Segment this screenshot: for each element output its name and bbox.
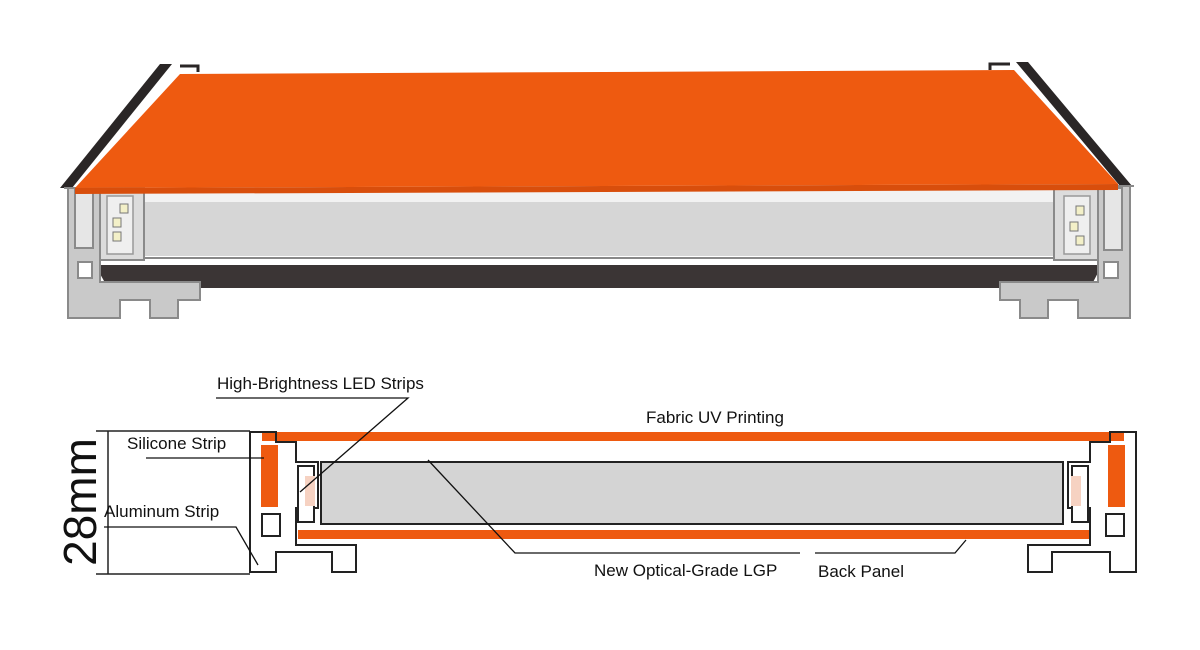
- left-profile-section: [249, 431, 357, 573]
- cross-section: 28mm High-Brightness LED Strips Fabric U…: [54, 374, 1137, 581]
- aluminum-leader: [104, 526, 259, 566]
- back-panel-section: [298, 530, 1090, 539]
- back-panel-label: Back Panel: [818, 562, 904, 581]
- right-corner-clip: [988, 62, 1010, 70]
- left-led-strip-3d: [106, 195, 134, 255]
- thickness-dimension: [96, 430, 250, 575]
- lgp-leader: [427, 459, 800, 554]
- led-strips-label: High-Brightness LED Strips: [217, 374, 424, 393]
- perspective-view: [60, 62, 1134, 319]
- aluminum-label: Aluminum Strip: [104, 502, 219, 521]
- back-panel-3d: [95, 265, 1102, 288]
- right-led-glow: [1071, 476, 1081, 506]
- backpanel-leader: [815, 539, 967, 554]
- left-side-edge: [60, 64, 172, 188]
- fabric-label: Fabric UV Printing: [646, 408, 784, 427]
- lgp-section: [320, 461, 1064, 525]
- right-led-strip-3d: [1063, 195, 1091, 255]
- silicone-label: Silicone Strip: [127, 434, 226, 453]
- fabric-section: [262, 432, 1124, 441]
- fabric-3d-top: [75, 70, 1118, 188]
- thickness-label: 28mm: [54, 438, 106, 566]
- led-leader: [216, 397, 410, 493]
- left-led-glow: [305, 476, 315, 506]
- lgp-label: New Optical-Grade LGP: [594, 561, 777, 580]
- lgp-3d-top-sheen: [140, 190, 1060, 202]
- leader-lines: [104, 397, 967, 566]
- left-corner-clip: [180, 64, 200, 72]
- fabric-3d-front: [75, 184, 1118, 194]
- right-side-edge: [1016, 62, 1132, 186]
- right-profile-section: [1027, 431, 1137, 573]
